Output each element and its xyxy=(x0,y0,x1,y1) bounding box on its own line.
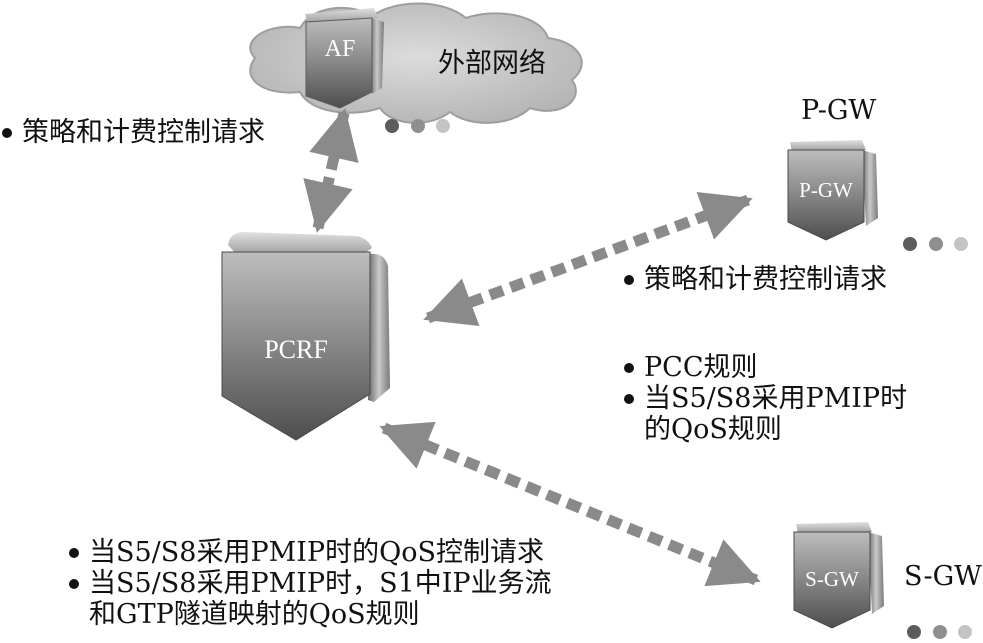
annotation-text: 的QoS规则 xyxy=(644,414,782,445)
af-node-label: AF xyxy=(325,36,356,62)
bullet-icon xyxy=(624,394,634,404)
pgw-ellipsis-icon xyxy=(903,237,968,251)
bullet-icon xyxy=(2,128,12,138)
list-item: 当S5/S8采用PMIP时 xyxy=(622,383,907,414)
annotation-text: 策略和计费控制请求 xyxy=(22,117,265,148)
sgw-node: S-GW xyxy=(793,522,884,629)
pcrf-sgw-arrow xyxy=(379,421,761,587)
annotation-text: 当S5/S8采用PMIP时，S1中IP业务流 xyxy=(89,568,552,599)
list-item: 的QoS规则 xyxy=(622,414,907,445)
list-item: 策略和计费控制请求 xyxy=(0,117,265,148)
annotation-text: 策略和计费控制请求 xyxy=(644,264,887,295)
sgw-node-label: S-GW xyxy=(805,567,859,591)
af-pcrf-annotation: 策略和计费控制请求 xyxy=(0,117,265,148)
sgw-ellipsis-icon xyxy=(907,625,972,639)
list-item: PCC规则 xyxy=(622,352,907,383)
annotation-text: 当S5/S8采用PMIP时的QoS控制请求 xyxy=(89,537,544,568)
annotation-text: PCC规则 xyxy=(644,352,758,383)
list-item: 当S5/S8采用PMIP时的QoS控制请求 xyxy=(67,537,552,568)
af-pcrf-arrow xyxy=(303,108,359,233)
pgw-node-label: P-GW xyxy=(799,178,853,202)
annotation-text: 和GTP隧道映射的QoS规则 xyxy=(89,599,420,630)
pgw-caption: P-GW xyxy=(801,95,877,126)
pgw-to-pcrf-annotation: 策略和计费控制请求 xyxy=(622,264,887,295)
list-item: 当S5/S8采用PMIP时，S1中IP业务流 xyxy=(67,568,552,599)
pcrf-pgw-arrow xyxy=(423,192,753,326)
bullet-icon xyxy=(624,363,634,373)
bullet-icon xyxy=(69,579,79,589)
pcrf-node-label: PCRF xyxy=(264,335,328,364)
list-item: 策略和计费控制请求 xyxy=(622,264,887,295)
list-item: 和GTP隧道映射的QoS规则 xyxy=(67,599,552,630)
pcrf-node: PCRF xyxy=(221,232,390,441)
external-network-cloud: 外部网络 xyxy=(249,2,583,124)
bullet-icon xyxy=(624,275,634,285)
af-node: AF xyxy=(305,8,384,109)
pgw-node: P-GW xyxy=(787,140,878,241)
annotation-text: 当S5/S8采用PMIP时 xyxy=(644,383,908,414)
af-ellipsis-icon xyxy=(385,119,450,133)
sgw-caption: S-GW xyxy=(904,561,982,592)
sgw-pcrf-annotation: 当S5/S8采用PMIP时的QoS控制请求 当S5/S8采用PMIP时，S1中I… xyxy=(67,537,552,630)
bullet-icon xyxy=(69,548,79,558)
cloud-label: 外部网络 xyxy=(438,48,546,79)
pcrf-to-pgw-annotation: PCC规则 当S5/S8采用PMIP时 的QoS规则 xyxy=(622,352,907,445)
